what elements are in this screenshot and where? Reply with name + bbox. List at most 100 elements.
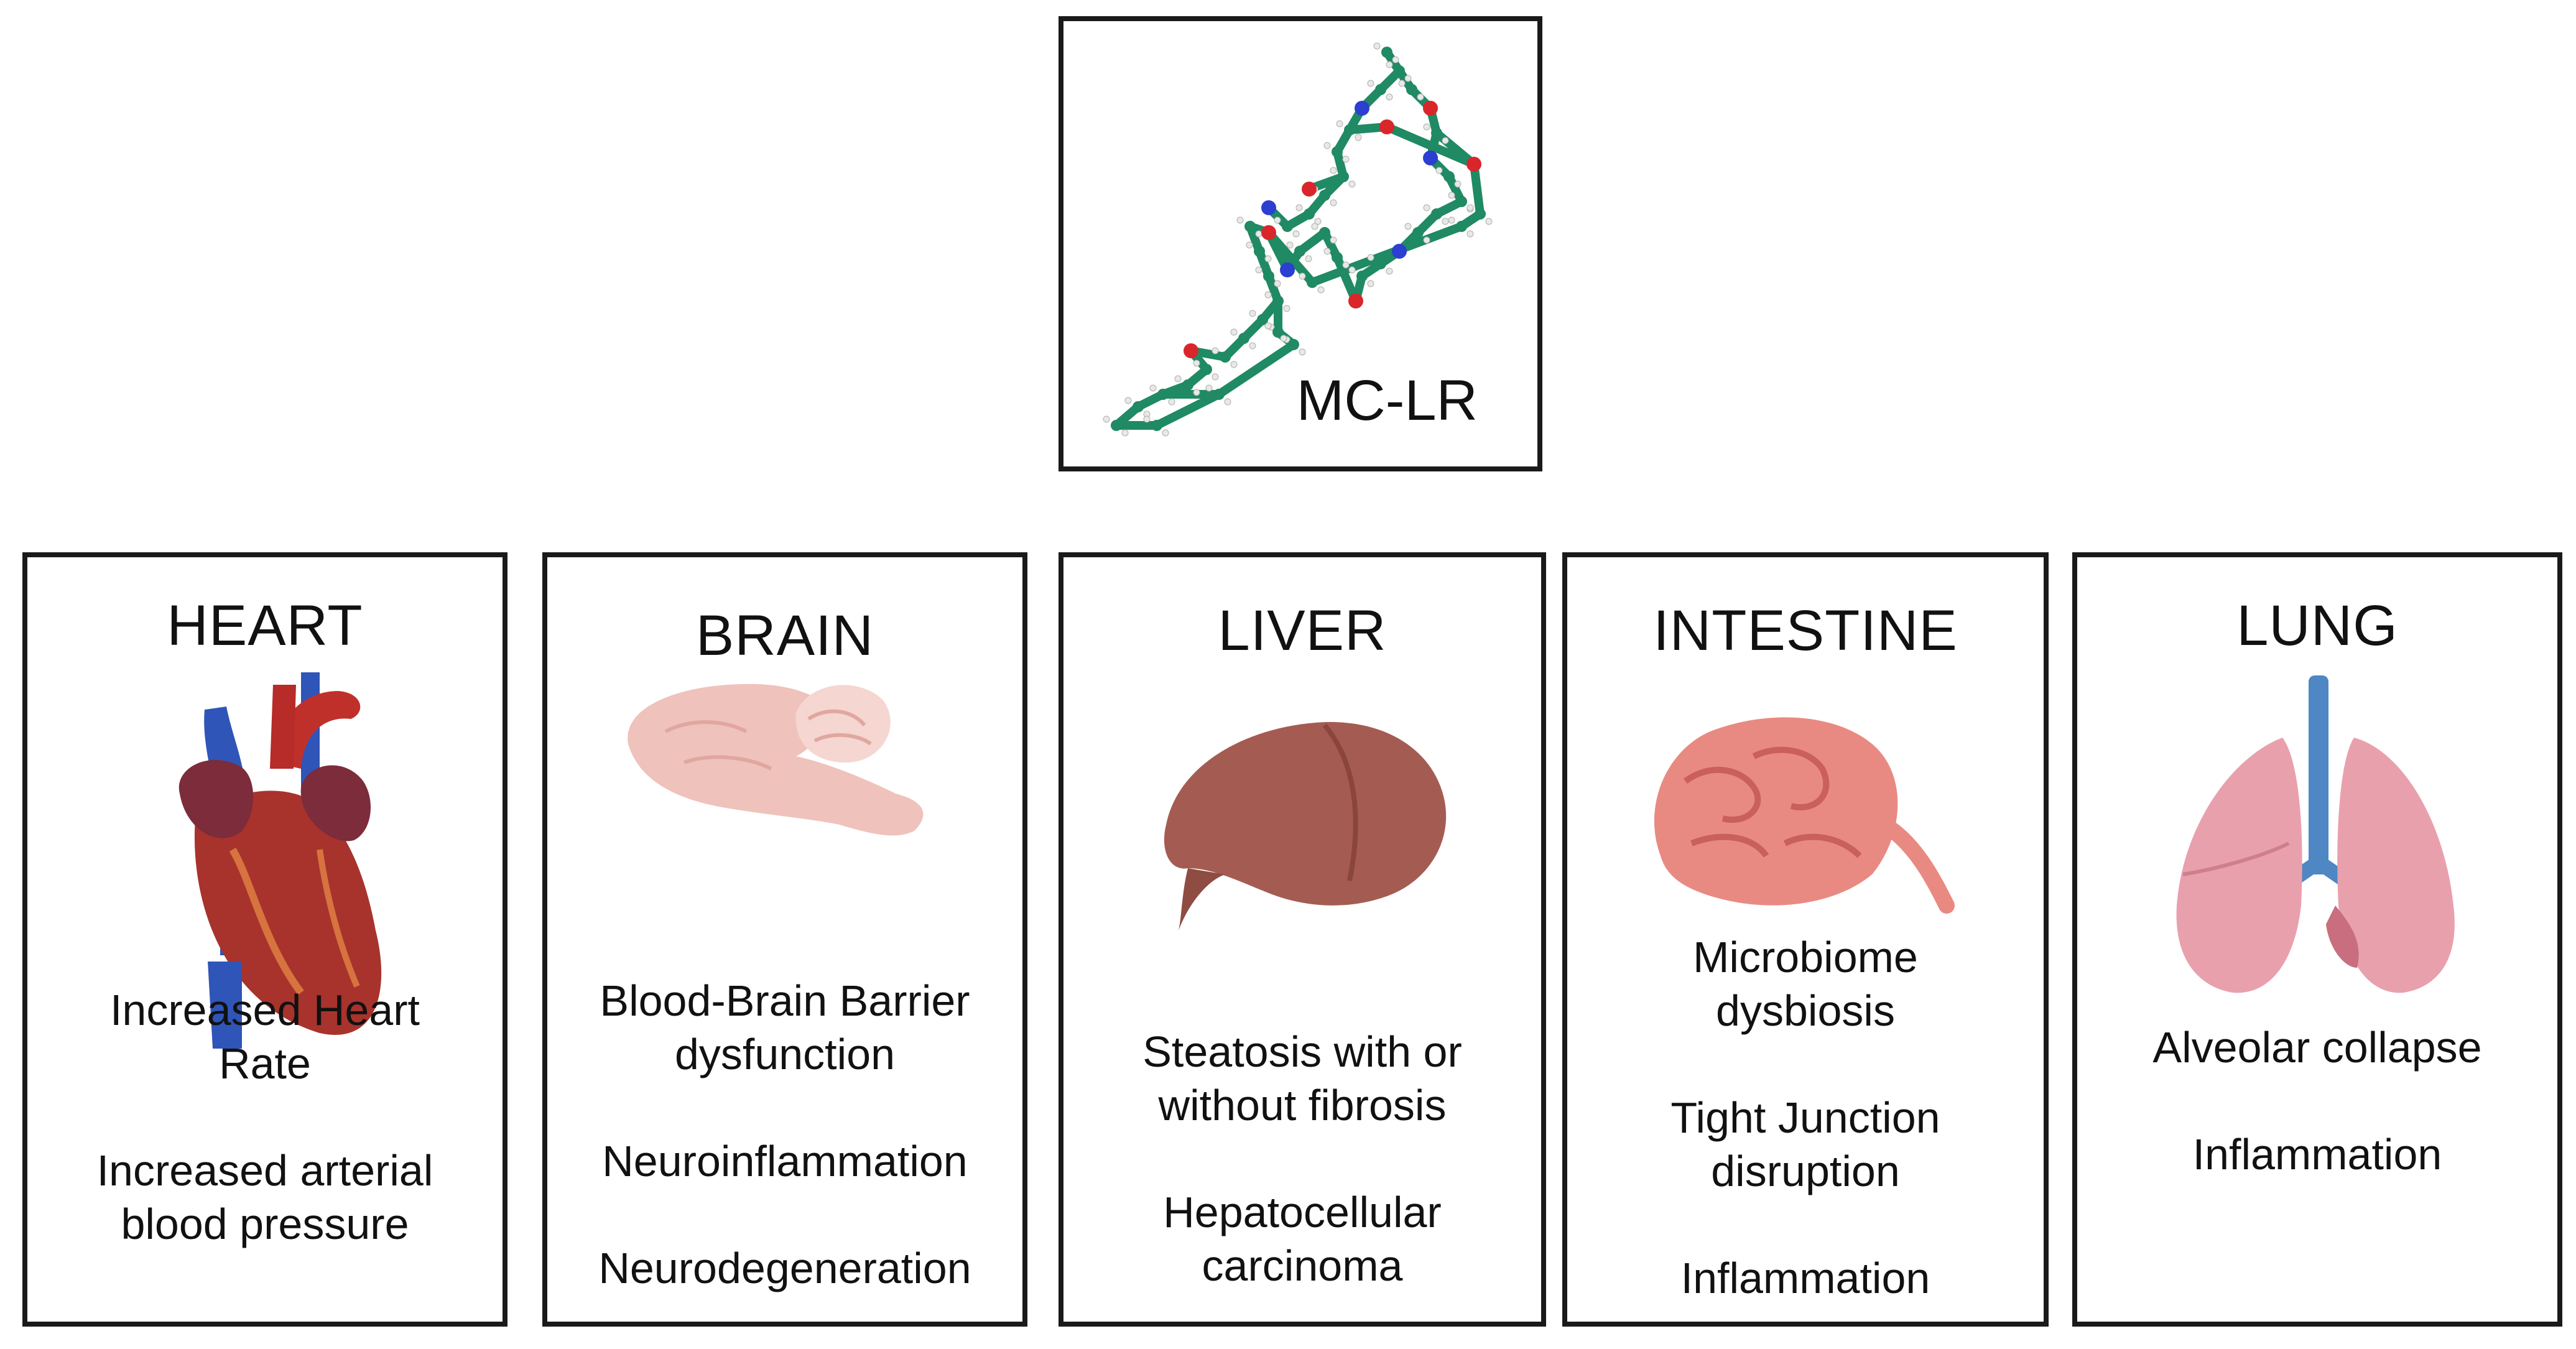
molecule-atom (1282, 221, 1293, 232)
molecule-atom (1466, 157, 1481, 172)
molecule-hydrogen (1255, 266, 1263, 274)
molecule-hydrogen (1103, 415, 1110, 423)
molecule-hydrogen (1386, 61, 1393, 68)
molecule-hydrogen (1423, 123, 1430, 131)
effect-inflammation-intestine: Inflammation (1680, 1254, 1930, 1302)
molecule-hydrogen (1423, 236, 1430, 244)
organ-title-intestine: INTESTINE (1653, 599, 1958, 662)
effect-heart-rate: Increased Heart Rate (109, 986, 420, 1088)
molecule-atom (1307, 277, 1318, 288)
molecule-hydrogen (1423, 204, 1430, 211)
molecule-hydrogen (1230, 361, 1238, 368)
molecule-atom (1443, 171, 1455, 182)
molecule-bond (1333, 253, 1360, 305)
molecule-hydrogen (1314, 218, 1322, 225)
molecule-atom (1257, 314, 1268, 325)
mc-lr-molecule-icon (1103, 42, 1493, 437)
molecule-hydrogen (1274, 216, 1281, 224)
effect-blood-pressure: Increased arterial blood pressure (96, 1146, 433, 1248)
molecule-hydrogen (1193, 359, 1200, 367)
effects-intestine: Microbiome dysbiosis Tight Junction disr… (1567, 930, 2044, 1305)
effects-heart: Increased Heart Rate Increased arterial … (27, 983, 503, 1251)
brain-icon (628, 684, 924, 836)
molecule-atom (1182, 379, 1193, 391)
molecule-atom (1111, 420, 1122, 431)
molecule-atom (1412, 227, 1424, 238)
molecule-hydrogen (1255, 230, 1263, 238)
molecule-hydrogen (1330, 167, 1337, 174)
molecule-hydrogen (1448, 216, 1455, 224)
molecule-atom (1244, 221, 1256, 232)
molecule-atom (1261, 225, 1276, 240)
effect-neuroinflammation: Neuroinflammation (602, 1137, 968, 1185)
molecule-hydrogen (1230, 328, 1238, 336)
mc-lr-label: MC-LR (1296, 369, 1478, 432)
molecule-atom (1157, 389, 1169, 400)
molecule-atom (1133, 401, 1144, 412)
molecule-atom (1348, 294, 1363, 308)
molecule-hydrogen (1121, 429, 1129, 437)
organ-card-brain: BRAIN Blood-Brain Barrier dysfunction Ne… (542, 552, 1027, 1327)
molecule-hydrogen (1323, 248, 1331, 255)
organ-card-lung: LUNG Alveolar collapse Inflammation (2072, 552, 2562, 1327)
molecule-hydrogen (1246, 241, 1253, 249)
molecule-atom (1272, 295, 1284, 307)
molecule-atom (1423, 101, 1438, 116)
molecule-atom (1423, 151, 1438, 165)
molecule-hydrogen (1367, 280, 1374, 287)
lung-icon (2176, 675, 2455, 993)
effect-dysbiosis: Microbiome dysbiosis (1693, 933, 1918, 1035)
molecule-hydrogen (1168, 398, 1175, 406)
molecule-hydrogen (1373, 42, 1381, 50)
molecule-hydrogen (1283, 305, 1290, 312)
organ-card-liver: LIVER Steatosis with or without fibrosis… (1059, 552, 1546, 1327)
molecule-hydrogen (1454, 180, 1462, 188)
molecule-atom (1263, 271, 1274, 282)
molecule-bond (1383, 123, 1478, 169)
molecule-hydrogen (1386, 267, 1393, 275)
organ-title-lung: LUNG (2236, 594, 2398, 657)
molecule-atom (1319, 190, 1330, 201)
effects-lung: Alveolar collapse Inflammation (2077, 1021, 2557, 1181)
molecule-hydrogen (1330, 199, 1337, 206)
heart-icon (178, 672, 382, 1049)
molecule-atom (1379, 119, 1394, 134)
molecule-hydrogen (1224, 398, 1231, 406)
organ-title-brain: BRAIN (695, 604, 874, 667)
molecule-hydrogen (1212, 347, 1219, 355)
molecule-hydrogen (1355, 134, 1362, 141)
molecule-atom (1151, 420, 1162, 431)
molecule-atom (1332, 146, 1343, 157)
molecule-hydrogen (1143, 415, 1151, 423)
effects-liver: Steatosis with or without fibrosis Hepat… (1063, 1025, 1541, 1292)
molecule-hydrogen (1124, 397, 1132, 404)
molecule-hydrogen (1264, 322, 1272, 330)
molecule-hydrogen (1417, 93, 1424, 101)
molecule-atom (1392, 244, 1407, 259)
molecule-hydrogen (1367, 80, 1374, 87)
molecule-hydrogen (1280, 335, 1287, 342)
molecule-hydrogen (1336, 120, 1343, 127)
molecule-atom (1332, 252, 1343, 263)
molecule-hydrogen (1299, 348, 1306, 356)
molecule-hydrogen (1295, 204, 1303, 211)
molecule-atom (1456, 196, 1467, 207)
molecule-atom (1280, 262, 1295, 277)
molecule-hydrogen (1264, 291, 1272, 299)
molecule-bond (1470, 160, 1485, 218)
molecule-atom (1201, 364, 1212, 375)
effect-steatosis: Steatosis with or without fibrosis (1142, 1027, 1462, 1129)
molecule-atom (1288, 339, 1299, 350)
molecule-atom (1304, 208, 1315, 220)
molecule-hydrogen (1386, 93, 1393, 101)
molecule-atom (1431, 127, 1442, 139)
molecule-hydrogen (1305, 255, 1312, 262)
molecule-hydrogen (1442, 218, 1449, 225)
molecule-atom (1431, 208, 1442, 220)
molecule-hydrogen (1311, 223, 1318, 230)
liver-icon (1164, 721, 1447, 930)
molecule-hydrogen (1466, 230, 1474, 238)
molecule-hydrogen (1274, 280, 1281, 287)
molecule-hydrogen (1299, 272, 1306, 280)
molecule-atom (1238, 333, 1249, 344)
